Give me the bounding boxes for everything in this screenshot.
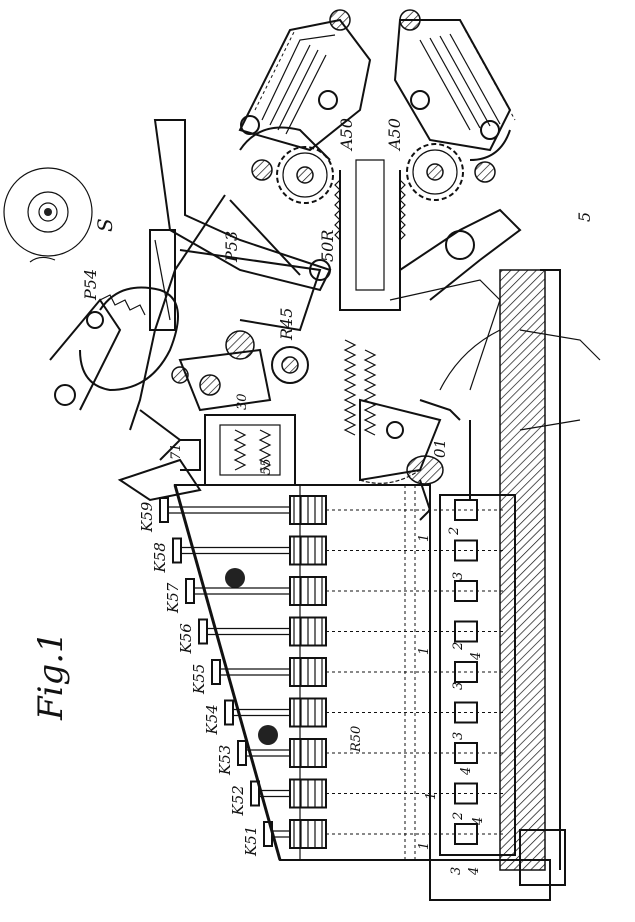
key-plunger — [454, 661, 478, 683]
spool-assembly-left — [238, 9, 372, 161]
label-a50-right: A50 — [385, 118, 404, 152]
key-plunger — [454, 580, 478, 602]
key-plunger — [454, 782, 478, 805]
key-cap — [224, 699, 234, 726]
label-50r: 50R — [318, 230, 337, 262]
base-digit: 3 — [449, 867, 464, 875]
sector-gear — [359, 398, 461, 521]
base-digit: 1 — [417, 647, 432, 655]
key-k53: K53 — [216, 738, 505, 776]
label-30: 30 — [235, 393, 250, 410]
key-cap — [237, 740, 247, 766]
gear-left — [251, 146, 334, 204]
central-rack — [334, 159, 522, 391]
figure-title: Fig.1 — [31, 631, 71, 721]
base-digit: 4 — [467, 867, 482, 876]
key-plunger — [454, 620, 478, 643]
label-55: 55 — [259, 458, 274, 475]
base-digit: 1 — [417, 534, 432, 542]
key-k57: K57 — [164, 576, 505, 614]
base-digit: 4 — [471, 817, 486, 826]
key-label: K53 — [216, 745, 234, 776]
base-digit: 1 — [417, 842, 432, 850]
key-k52: K52 — [229, 778, 505, 817]
label-a50-left: A50 — [337, 118, 356, 152]
key-k56: K56 — [177, 616, 505, 655]
key-label: K55 — [190, 664, 208, 695]
springs — [343, 339, 377, 436]
key-k51: K51 — [242, 819, 505, 857]
label-71: 71 — [169, 443, 184, 460]
label-p54: P54 — [81, 269, 100, 301]
key-plunger — [454, 823, 478, 845]
spool-assembly-right — [393, 9, 516, 161]
label-r50: R50 — [349, 726, 364, 753]
label-p53: P53 — [222, 231, 241, 263]
key-cap — [172, 537, 182, 564]
roller-s — [3, 167, 93, 263]
key-cap — [250, 780, 260, 807]
key-label: K57 — [164, 582, 182, 614]
key-cap — [263, 821, 273, 847]
key-label: K54 — [203, 704, 221, 735]
base-digit: 2 — [451, 812, 466, 821]
key-label: K56 — [177, 623, 195, 655]
label-s: S — [93, 218, 117, 232]
label-five: 5 — [575, 212, 594, 222]
gear-right — [406, 143, 496, 201]
key-cap — [185, 578, 195, 604]
key-k58: K58 — [151, 535, 505, 574]
key-label: K59 — [138, 501, 156, 533]
key-cap — [198, 618, 208, 645]
keyboard-frame — [173, 484, 431, 861]
key-k54: K54 — [203, 697, 505, 736]
key-cap — [211, 659, 221, 685]
key-plunger — [454, 539, 478, 562]
base-digit: 2 — [447, 527, 462, 536]
carriage-block — [117, 414, 296, 502]
label-01: 01 — [431, 439, 449, 458]
key-label: K58 — [151, 542, 169, 573]
key-k59: K59 — [138, 495, 505, 533]
lever-assembly — [49, 119, 332, 461]
base-plate — [429, 269, 601, 901]
base-digit: 3 — [451, 572, 466, 580]
base-digit: 4 — [459, 767, 474, 776]
key-label: K51 — [242, 826, 260, 857]
label-r45: R45 — [277, 308, 296, 341]
base-digit: 2 — [451, 642, 466, 651]
key-label: K52 — [229, 785, 247, 816]
base-digit: 3 — [451, 732, 466, 740]
key-plunger — [454, 499, 478, 521]
base-digit: 1 — [424, 792, 439, 800]
key-cap — [159, 497, 169, 523]
key-k55: K55 — [190, 657, 505, 695]
base-digit: 4 — [469, 652, 484, 661]
key-plunger — [454, 742, 478, 764]
base-digit: 3 — [451, 682, 466, 690]
key-plunger — [454, 701, 478, 724]
